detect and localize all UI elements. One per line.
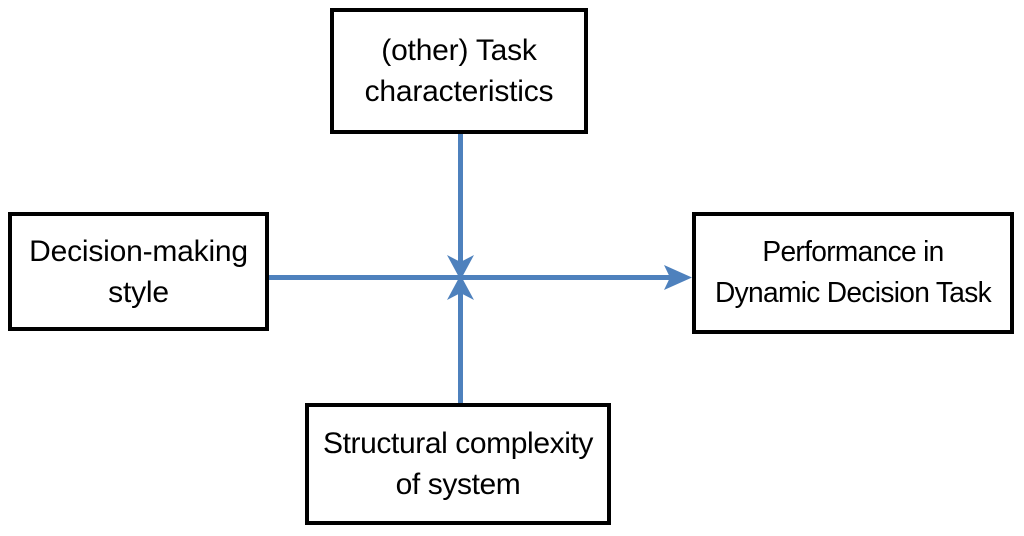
arrowhead-down (447, 255, 474, 280)
arrowhead-right (664, 265, 692, 290)
node-other-task-characteristics[interactable]: (other) Task characteristics (330, 8, 588, 134)
node-bottom-label: Structural complexity of system (322, 427, 594, 501)
node-structural-complexity-of-system[interactable]: Structural complexity of system (305, 403, 611, 525)
node-top-label: (other) Task characteristics (364, 34, 554, 108)
connector-bottom-to-center (447, 275, 474, 403)
node-right-label: Performance in Dynamic Decision Task (714, 236, 992, 309)
node-left-label: Decision-making style (29, 234, 248, 309)
connector-top-to-center (447, 133, 474, 280)
node-performance-in-dynamic-decision-task[interactable]: Performance in Dynamic Decision Task (692, 212, 1014, 334)
connector-left-to-right (268, 265, 692, 290)
node-decision-making-style[interactable]: Decision-making style (8, 212, 269, 331)
arrowhead-up (447, 275, 474, 300)
